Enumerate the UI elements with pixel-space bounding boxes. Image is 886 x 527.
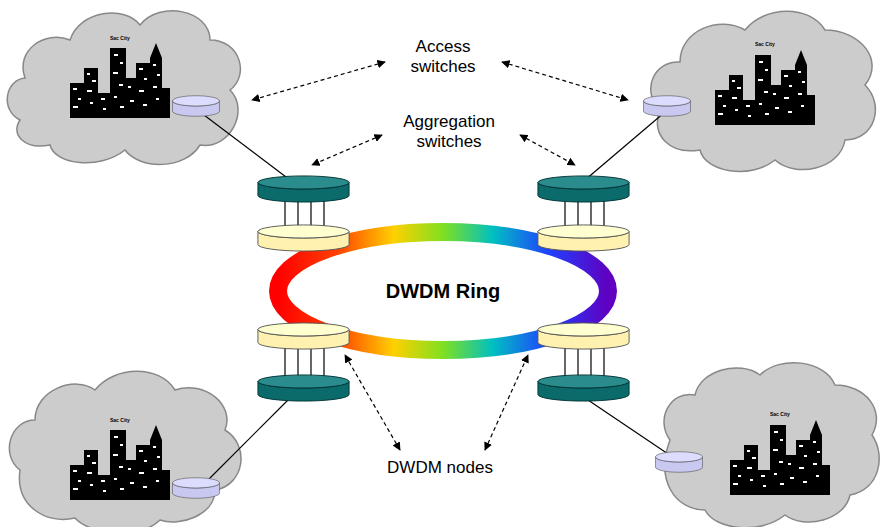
city-label: Sac City bbox=[755, 41, 775, 47]
callout-label: DWDM nodes bbox=[385, 458, 495, 478]
ring-node: DWDM Ring bbox=[268, 222, 618, 360]
callout-label: Aggregation switches bbox=[379, 112, 519, 153]
ring-label: DWDM Ring bbox=[386, 280, 500, 303]
callout-label: Access switches bbox=[383, 37, 503, 78]
city-label: Sac City bbox=[110, 35, 130, 41]
city-label: Sac City bbox=[110, 417, 130, 423]
city-label: Sac City bbox=[770, 411, 790, 417]
